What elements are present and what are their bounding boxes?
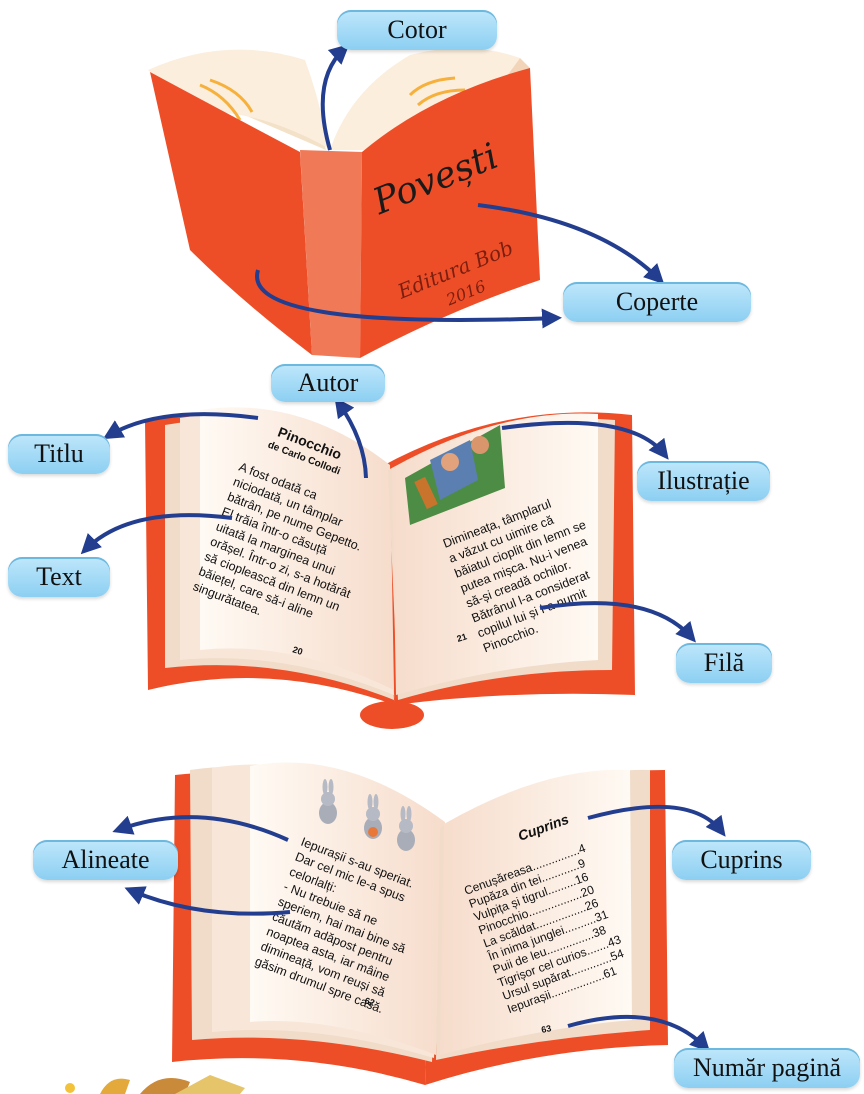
titlu-arrow [102,412,259,440]
open-book-pinocchio: Pinocchio de Carlo Collodi A fost odată … [145,407,635,729]
text-arrow [80,513,233,555]
label-cotor: Cotor [337,10,497,50]
book1-back-cover [150,72,312,355]
closed-book: Povești Editura Bob 2016 [148,48,540,358]
book3-left-page [250,762,445,1055]
book3-right-page-number: 63 [540,1023,552,1035]
book3-left-page-number: 62 [363,995,376,1008]
book1-spine [300,150,362,358]
label-cuprins: Cuprins [672,840,811,880]
coperte-arrow-1 [477,203,665,285]
book2-left-page [200,407,394,690]
book2-left-page-number: 20 [291,644,304,657]
label-fila: Filă [676,643,772,683]
toc-entry-page: 43 [606,932,624,950]
ilustratie-arrow [501,420,669,460]
label-titlu: Titlu [8,434,110,474]
alineate-arrow-1 [112,815,289,842]
toc-entry-page: 38 [591,923,609,941]
book1-front-cover [360,68,540,358]
book2-right-page-number: 21 [456,631,469,644]
fila-arrow [539,601,696,643]
toc-entry-page: 54 [608,946,626,964]
open-book-cuprins: Iepurașii s-au speriat.Dar cel mic le-a … [172,762,668,1085]
toc-entry-page: 4 [576,841,587,857]
book3-bunnies-illustration [319,779,415,851]
book1-page-top-left [148,49,328,148]
toc-entry-page: 20 [579,882,597,900]
coperte-arrow-2 [255,269,562,329]
toc-entry-page: 9 [576,856,587,872]
toc-entry-page: 16 [573,869,591,887]
label-autor: Autor [271,364,385,402]
book2-illustration [405,425,505,525]
toc-entry-page: 26 [583,896,601,914]
label-ilustratie: Ilustrație [637,461,770,501]
label-numar-pagina: Număr pagină [674,1048,860,1088]
toc-entry-page: 31 [593,907,611,925]
cuprins-arrow [587,804,726,837]
toc-entry-page: 61 [601,963,619,981]
autumn-leaves-decoration [65,1075,245,1094]
label-text: Text [8,557,110,597]
label-alineate: Alineate [33,840,178,880]
cotor-arrow [320,43,350,151]
alineate-arrow-2 [124,886,291,916]
autor-arrow [334,397,368,479]
book3-right-page [440,769,632,1055]
label-coperte: Coperte [563,282,751,322]
numar-pagina-arrow [567,1014,711,1053]
